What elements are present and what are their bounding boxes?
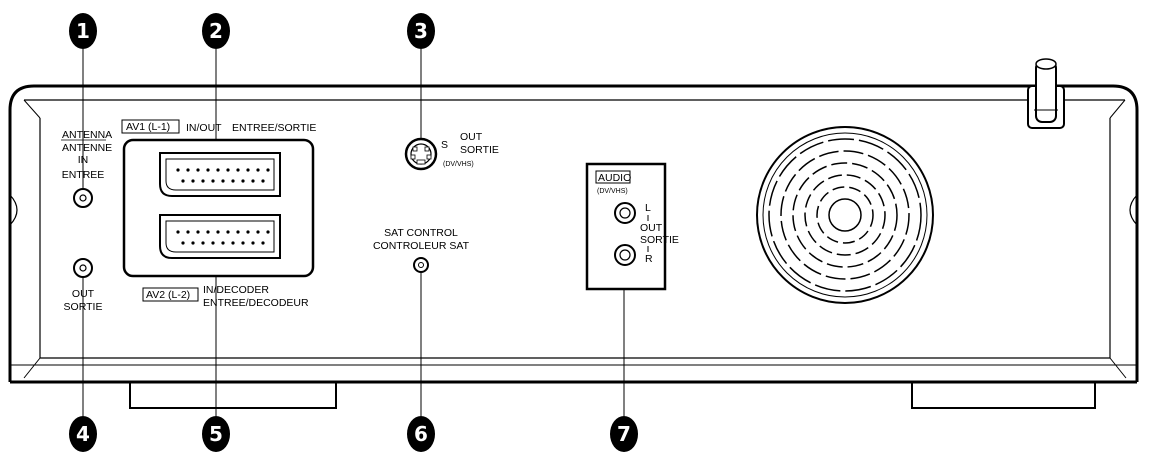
svg-text:ENTREE/SORTIE: ENTREE/SORTIE: [232, 122, 316, 134]
svg-text:1: 1: [76, 19, 90, 43]
chassis: [8, 84, 1139, 384]
callout-5: 5: [202, 416, 230, 452]
callout-7: 7: [610, 416, 638, 452]
svg-text:5: 5: [209, 422, 223, 446]
audio-label: AUDIO (DV/VHS): [595, 170, 631, 195]
svg-text:ANTENNA: ANTENNA: [62, 129, 112, 141]
antenna-in-jack: [73, 188, 93, 208]
callout-2: 2: [202, 13, 230, 49]
svg-text:OUT: OUT: [640, 222, 663, 234]
av1-pins: [176, 168, 270, 183]
svg-text:(DV/VHS): (DV/VHS): [597, 188, 628, 195]
audio-panel: [585, 162, 667, 291]
svg-text:IN: IN: [78, 154, 89, 166]
svg-text:2: 2: [209, 19, 223, 43]
svg-text:IN/DECODER: IN/DECODER: [203, 284, 269, 296]
audio-channel-labels: L OUT SORTIE R: [640, 202, 679, 265]
antenna-in-label: ANTENNA ANTENNE IN ENTREE: [61, 129, 112, 181]
svg-text:R: R: [645, 253, 653, 265]
svg-text:4: 4: [76, 422, 90, 446]
svg-text:IN/OUT: IN/OUT: [186, 122, 222, 134]
svg-text:AUDIO: AUDIO: [598, 172, 631, 184]
feet: [129, 382, 1096, 409]
av1-label: AV1 (L-1) IN/OUT ENTREE/SORTIE: [121, 119, 316, 134]
svg-text:L: L: [645, 202, 651, 214]
audio-left-jack: [614, 202, 636, 224]
antenna-out-jack: [73, 258, 93, 278]
svg-text:SORTIE: SORTIE: [640, 234, 679, 246]
svg-text:ENTREE/DECODEUR: ENTREE/DECODEUR: [203, 297, 309, 309]
svg-text:SORTIE: SORTIE: [460, 144, 499, 156]
svg-text:6: 6: [414, 422, 428, 446]
audio-right-jack: [614, 244, 636, 266]
svg-text:CONTROLEUR SAT: CONTROLEUR SAT: [373, 240, 470, 252]
sat-control-label: SAT CONTROL CONTROLEUR SAT: [373, 227, 470, 252]
callout-3: 3: [407, 13, 435, 49]
av1-scart-connector: [159, 152, 281, 197]
antenna-out-label: OUT SORTIE: [64, 288, 103, 313]
av2-scart-connector: [159, 214, 281, 259]
svg-text:SORTIE: SORTIE: [64, 301, 103, 313]
svg-text:ANTENNE: ANTENNE: [62, 142, 112, 154]
av2-label: AV2 (L-2) IN/DECODER ENTREE/DECODEUR: [142, 284, 309, 309]
svg-text:AV1 (L-1): AV1 (L-1): [126, 121, 170, 133]
s-video-jack: [404, 137, 438, 171]
power-cable: [1027, 58, 1065, 129]
av2-pins: [176, 230, 270, 245]
svg-text:S: S: [441, 139, 448, 151]
svg-text:7: 7: [617, 422, 631, 446]
fan-grille: [756, 126, 934, 304]
svg-text:3: 3: [414, 19, 428, 43]
svg-text:ENTREE: ENTREE: [62, 169, 105, 181]
svg-text:AV2 (L-2): AV2 (L-2): [146, 289, 190, 301]
callout-1: 1: [69, 13, 97, 49]
callout-6: 6: [407, 416, 435, 452]
svg-text:OUT: OUT: [72, 288, 95, 300]
svg-text:SAT CONTROL: SAT CONTROL: [384, 227, 458, 239]
sat-control-jack: [413, 257, 429, 273]
s-video-label: S OUT SORTIE (DV/VHS): [441, 131, 499, 168]
svg-text:(DV/VHS): (DV/VHS): [443, 161, 474, 168]
callout-4: 4: [69, 416, 97, 452]
svg-text:OUT: OUT: [460, 131, 483, 143]
